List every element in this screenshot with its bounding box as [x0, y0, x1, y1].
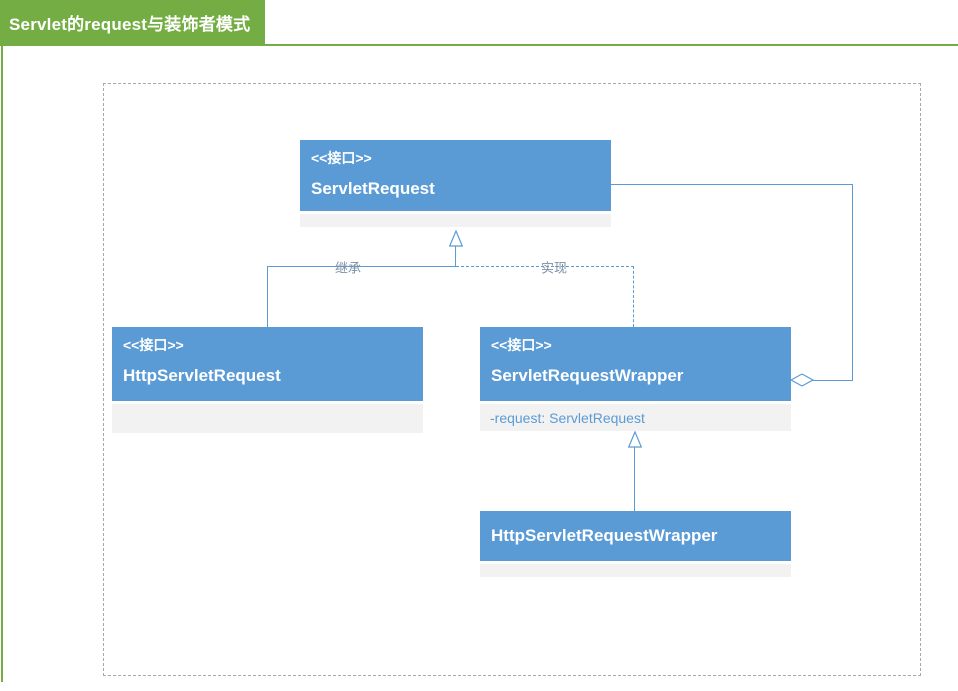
class-httpservletrequestwrapper-attributes — [480, 564, 791, 577]
class-servletrequestwrapper-header: <<接口>> ServletRequestWrapper — [480, 327, 791, 401]
class-servletrequest[interactable]: <<接口>> ServletRequest — [300, 140, 611, 227]
generalization-arrowhead-icon — [628, 431, 642, 448]
edge-generalization2-stem — [634, 447, 635, 511]
class-httpservletrequestwrapper-header: HttpServletRequestWrapper — [480, 511, 791, 561]
page-top-border — [0, 44, 958, 46]
class-servletrequest-stereotype: <<接口>> — [311, 150, 372, 166]
class-servletrequest-header: <<接口>> ServletRequest — [300, 140, 611, 211]
class-servletrequestwrapper-attributes: -request: ServletRequest — [480, 404, 791, 431]
attribute-request-field: -request: ServletRequest — [490, 409, 645, 426]
class-httpservletrequest-stereotype: <<接口>> — [123, 337, 184, 353]
class-servletrequest-name: ServletRequest — [311, 179, 435, 198]
edge-inheritance-horizontal — [267, 266, 456, 267]
class-httpservletrequest-header: <<接口>> HttpServletRequest — [112, 327, 423, 401]
class-httpservletrequest[interactable]: <<接口>> HttpServletRequest — [112, 327, 423, 433]
class-servletrequest-attributes — [300, 214, 611, 227]
diagram-title-tab[interactable]: Servlet的request与装饰者模式 — [0, 0, 265, 44]
edge-inheritance-stem — [455, 245, 456, 267]
class-httpservletrequestwrapper-name: HttpServletRequestWrapper — [491, 526, 718, 545]
edge-aggregation-vertical — [852, 184, 853, 381]
class-servletrequestwrapper-stereotype: <<接口>> — [491, 337, 552, 353]
diagram-boundary — [103, 83, 921, 676]
edge-realization-horizontal — [456, 266, 634, 267]
class-servletrequestwrapper[interactable]: <<接口>> ServletRequestWrapper -request: S… — [480, 327, 791, 431]
class-httpservletrequestwrapper[interactable]: HttpServletRequestWrapper — [480, 511, 791, 577]
inheritance-arrowhead-icon — [449, 230, 463, 247]
class-httpservletrequest-name: HttpServletRequest — [123, 366, 281, 385]
class-servletrequestwrapper-name: ServletRequestWrapper — [491, 366, 684, 385]
edge-label-realization: 实现 — [540, 260, 568, 276]
edge-aggregation-horizontal-long — [611, 184, 853, 185]
diagram-title: Servlet的request与装饰者模式 — [9, 14, 251, 34]
aggregation-diamond-icon — [790, 373, 814, 387]
edge-label-inheritance: 继承 — [334, 260, 362, 276]
edge-aggregation-horizontal-short — [812, 380, 853, 381]
edge-realization-vertical — [633, 266, 634, 327]
page-left-border — [1, 44, 3, 682]
class-httpservletrequest-attributes — [112, 404, 423, 433]
edge-inheritance-vertical — [267, 266, 268, 327]
